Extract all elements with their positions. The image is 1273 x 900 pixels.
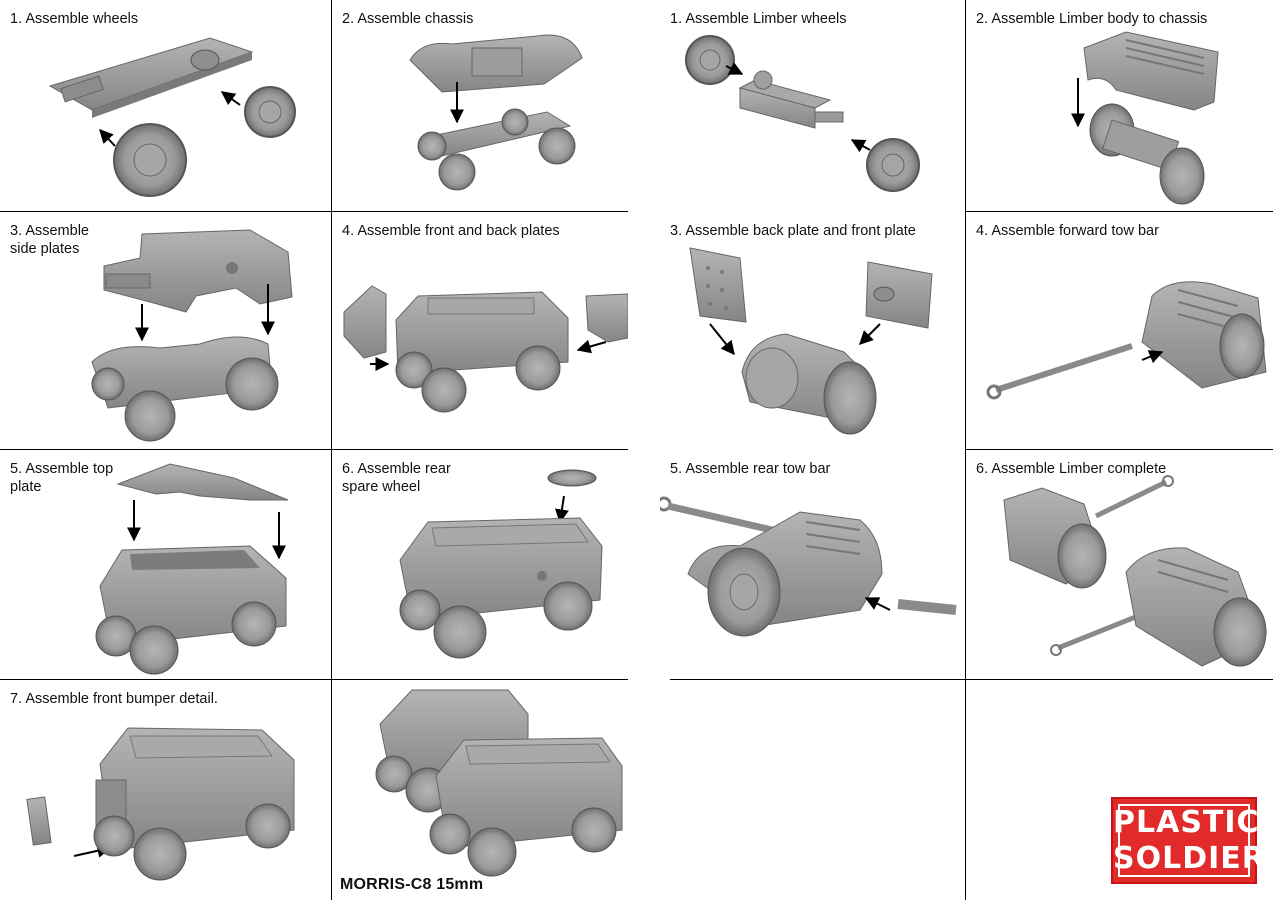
- step-cell-limber-5: 5. Assemble rear tow bar: [660, 450, 965, 679]
- step-caption: 5. Assemble top plate: [10, 461, 114, 495]
- c8-completed-models-cell: [332, 680, 628, 900]
- c8-wheels-illustration: [0, 0, 331, 211]
- step-caption: 1. Assemble wheels: [10, 11, 139, 27]
- step-caption: 4. Assemble front and back plates: [342, 223, 560, 239]
- limber-plates-illustration: [660, 212, 965, 449]
- wheel-icon: [244, 86, 296, 138]
- step-caption: 4. Assemble forward tow bar: [976, 223, 1159, 239]
- grid-divider-v2: [965, 0, 966, 900]
- wheel-icon: [113, 123, 187, 197]
- step-cell-c8-5: 5. Assemble top plate: [0, 450, 331, 679]
- step-cell-c8-1: 1. Assemble wheels: [0, 0, 331, 211]
- plastic-soldier-logo: PLASTIC SOLDIER: [1111, 797, 1266, 884]
- step-cell-limber-1: 1. Assemble Limber wheels: [660, 0, 965, 211]
- step-caption: 1. Assemble Limber wheels: [670, 11, 847, 27]
- logo-line-1: PLASTIC: [1113, 805, 1260, 840]
- step-cell-limber-4: 4. Assemble forward tow bar: [966, 212, 1273, 449]
- grid-divider-h2-left: [0, 449, 628, 450]
- c8-side-plates-illustration: [0, 212, 331, 449]
- step-cell-limber-3: 3. Assemble back plate and front plate: [660, 212, 965, 449]
- step-caption: 6. Assemble Limber complete: [976, 461, 1167, 477]
- grid-divider-h3-left: [0, 679, 628, 680]
- limber-body-illustration: [966, 0, 1273, 211]
- grid-divider-h1-left: [0, 211, 628, 212]
- limber-complete-illustration: [966, 450, 1273, 679]
- step-cell-c8-3: 3. Assemble side plates: [0, 212, 331, 449]
- step-cell-limber-6: 6. Assemble Limber complete: [966, 450, 1273, 679]
- c8-front-back-plates-illustration: [332, 212, 628, 449]
- step-caption: 6. Assemble rear spare wheel: [342, 461, 451, 495]
- step-cell-limber-2: 2. Assemble Limber body to chassis: [966, 0, 1273, 211]
- step-cell-c8-7: 7. Assemble front bumper detail.: [0, 680, 331, 900]
- grid-divider-h3-mid: [670, 679, 1273, 680]
- grid-divider-h1-right: [965, 211, 1273, 212]
- step-caption: 2. Assemble chassis: [342, 11, 474, 27]
- step-caption: 3. Assemble side plates: [10, 223, 89, 257]
- step-cell-c8-2: 2. Assemble chassis: [332, 0, 628, 211]
- step-caption: 5. Assemble rear tow bar: [670, 461, 831, 477]
- c8-spare-wheel-illustration: [332, 450, 628, 679]
- step-caption: 7. Assemble front bumper detail.: [10, 691, 218, 707]
- limber-forward-tow-bar-illustration: [966, 212, 1273, 449]
- c8-top-plate-illustration: [0, 450, 331, 679]
- c8-front-bumper-illustration: [0, 680, 331, 900]
- grid-divider-v1: [331, 0, 332, 900]
- grid-divider-h2-right: [965, 449, 1273, 450]
- limber-rear-tow-bar-illustration: [660, 450, 965, 679]
- step-caption: 2. Assemble Limber body to chassis: [976, 11, 1208, 27]
- step-cell-c8-4: 4. Assemble front and back plates: [332, 212, 628, 449]
- model-title: MORRIS-C8 15mm: [340, 876, 484, 893]
- step-caption: 3. Assemble back plate and front plate: [670, 223, 916, 239]
- c8-chassis-illustration: [332, 0, 628, 211]
- logo-line-2: SOLDIER: [1113, 841, 1266, 876]
- c8-completed-models-illustration: [332, 680, 628, 880]
- limber-wheels-illustration: [660, 0, 965, 211]
- step-cell-c8-6: 6. Assemble rear spare wheel: [332, 450, 628, 679]
